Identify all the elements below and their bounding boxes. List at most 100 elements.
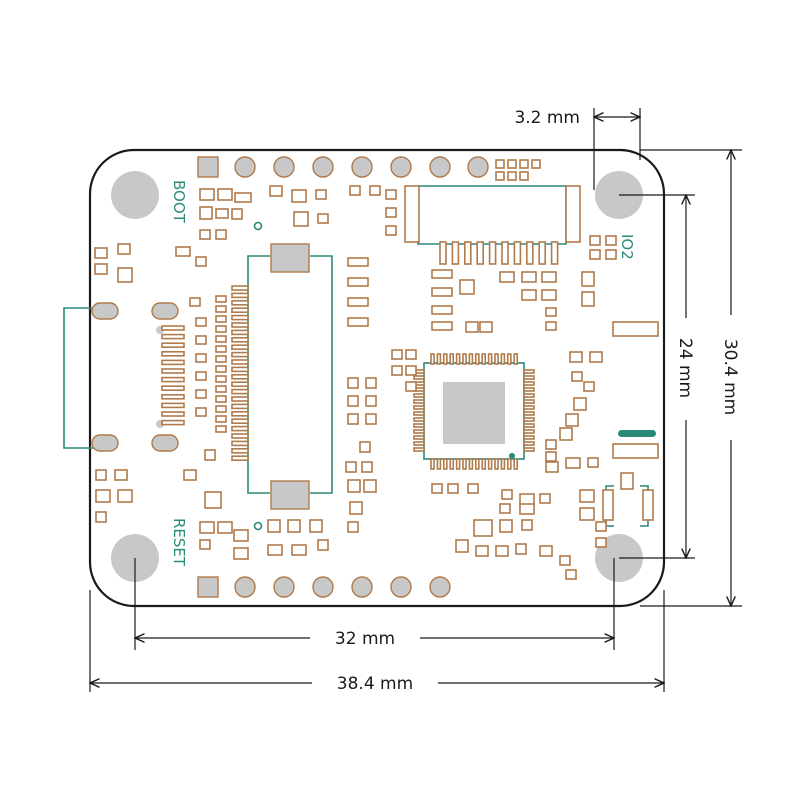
- usb-pin: [161, 411, 185, 417]
- smd-pad: [391, 365, 403, 376]
- smd-pad: [521, 271, 537, 283]
- smd-pad: [431, 483, 443, 494]
- smd-pad: [595, 537, 607, 548]
- smd-pad: [573, 397, 587, 411]
- fpc-pin: [231, 366, 249, 373]
- fpc-pin: [231, 388, 249, 395]
- usb-pin: [161, 385, 185, 392]
- smd-pad: [233, 529, 249, 542]
- mcu-pin: [500, 353, 506, 365]
- mcu-pin: [506, 458, 512, 470]
- smd-pad: [195, 256, 207, 267]
- fpc-pin: [231, 410, 249, 417]
- smd-pad: [349, 501, 363, 515]
- smd-pad: [545, 321, 557, 331]
- mcu-pin: [413, 375, 425, 380]
- smd-pad: [117, 267, 133, 283]
- smd-pad: [499, 519, 513, 533]
- usb-pin: [161, 359, 185, 366]
- fpc-pin: [231, 292, 249, 299]
- smd-pad: [195, 335, 207, 345]
- connector-pin: [439, 241, 447, 265]
- hole-spacing-x-label: 32 mm: [335, 629, 395, 649]
- smd-pad: [495, 159, 505, 169]
- smd-pad: [519, 159, 529, 169]
- smd-pad: [95, 511, 107, 523]
- smd-pad: [347, 377, 359, 389]
- smd-pad: [507, 159, 517, 169]
- mcu-pin: [474, 458, 480, 470]
- fpc-pin: [231, 396, 249, 402]
- fpc-side-pad: [215, 425, 227, 433]
- fpc-pin: [231, 285, 249, 291]
- fpc-side-pad: [215, 375, 227, 383]
- mcu-pin: [413, 429, 425, 434]
- smd-pad: [199, 206, 213, 220]
- fpc-side-pad: [215, 295, 227, 303]
- mcu-pin: [487, 353, 493, 365]
- mcu-pin: [506, 353, 512, 365]
- smd-pad: [565, 413, 579, 427]
- smd-pad: [317, 213, 329, 224]
- mcu-pin: [523, 369, 535, 374]
- smd-pad: [293, 211, 309, 227]
- smd-pad: [587, 457, 599, 468]
- fpc-pin: [231, 359, 249, 365]
- mcu-pin: [413, 435, 425, 440]
- mcu-pin: [436, 353, 442, 365]
- mcu-pin: [455, 458, 461, 470]
- mcu-pin: [523, 429, 535, 434]
- smd-pad: [589, 235, 601, 246]
- connector-pin: [550, 241, 559, 265]
- mcu-pin: [449, 458, 455, 470]
- usb-pin: [161, 342, 185, 349]
- led-indicator: [618, 430, 656, 437]
- usb-pin: [161, 376, 185, 383]
- mcu-pin: [523, 381, 535, 386]
- usb-pin: [161, 368, 185, 374]
- smd-pad: [507, 171, 517, 181]
- silkscreen-dot: [253, 221, 263, 231]
- smd-pad: [559, 555, 571, 566]
- mounting-hole-top-left: [111, 171, 159, 219]
- smd-pad: [195, 371, 207, 381]
- mcu-pin: [481, 353, 487, 365]
- silkscreen-dot: [253, 521, 263, 531]
- connector-pin: [538, 241, 547, 265]
- smd-pad: [499, 271, 515, 283]
- smd-pad: [347, 277, 369, 287]
- hole-diameter-label: 3.2 mm: [514, 108, 580, 128]
- fpc-side-pad: [215, 335, 227, 343]
- connector-pin: [525, 241, 534, 265]
- smd-pad: [519, 503, 535, 515]
- io2-label: IO2: [618, 234, 636, 260]
- smd-pad: [539, 493, 551, 504]
- smd-pad: [579, 507, 595, 521]
- usb-connector: [63, 302, 185, 452]
- fpc-pin: [231, 322, 249, 328]
- smd-pad: [473, 519, 493, 537]
- led-pad: [612, 443, 659, 459]
- connector-pin: [488, 241, 497, 265]
- smd-pad: [431, 287, 453, 297]
- smd-pad: [195, 353, 207, 363]
- fpc-pin: [231, 299, 249, 306]
- smd-pad: [267, 519, 281, 533]
- mcu-pin: [494, 458, 499, 470]
- mcu-pin: [413, 447, 425, 452]
- smd-pad: [309, 519, 323, 533]
- smd-pad: [495, 545, 509, 557]
- smd-pad: [95, 469, 107, 481]
- smd-pad: [347, 413, 359, 425]
- smd-pad: [231, 208, 243, 220]
- smd-pad: [579, 489, 595, 503]
- smd-pad: [114, 469, 128, 481]
- smd-pad: [545, 439, 557, 450]
- fpc-connector: [215, 243, 333, 510]
- smd-pad: [605, 249, 617, 260]
- fpc-pin: [231, 329, 249, 336]
- smd-pad: [501, 489, 513, 500]
- smd-pad: [521, 519, 533, 531]
- smd-pad: [605, 235, 617, 246]
- mcu-pin: [468, 353, 474, 365]
